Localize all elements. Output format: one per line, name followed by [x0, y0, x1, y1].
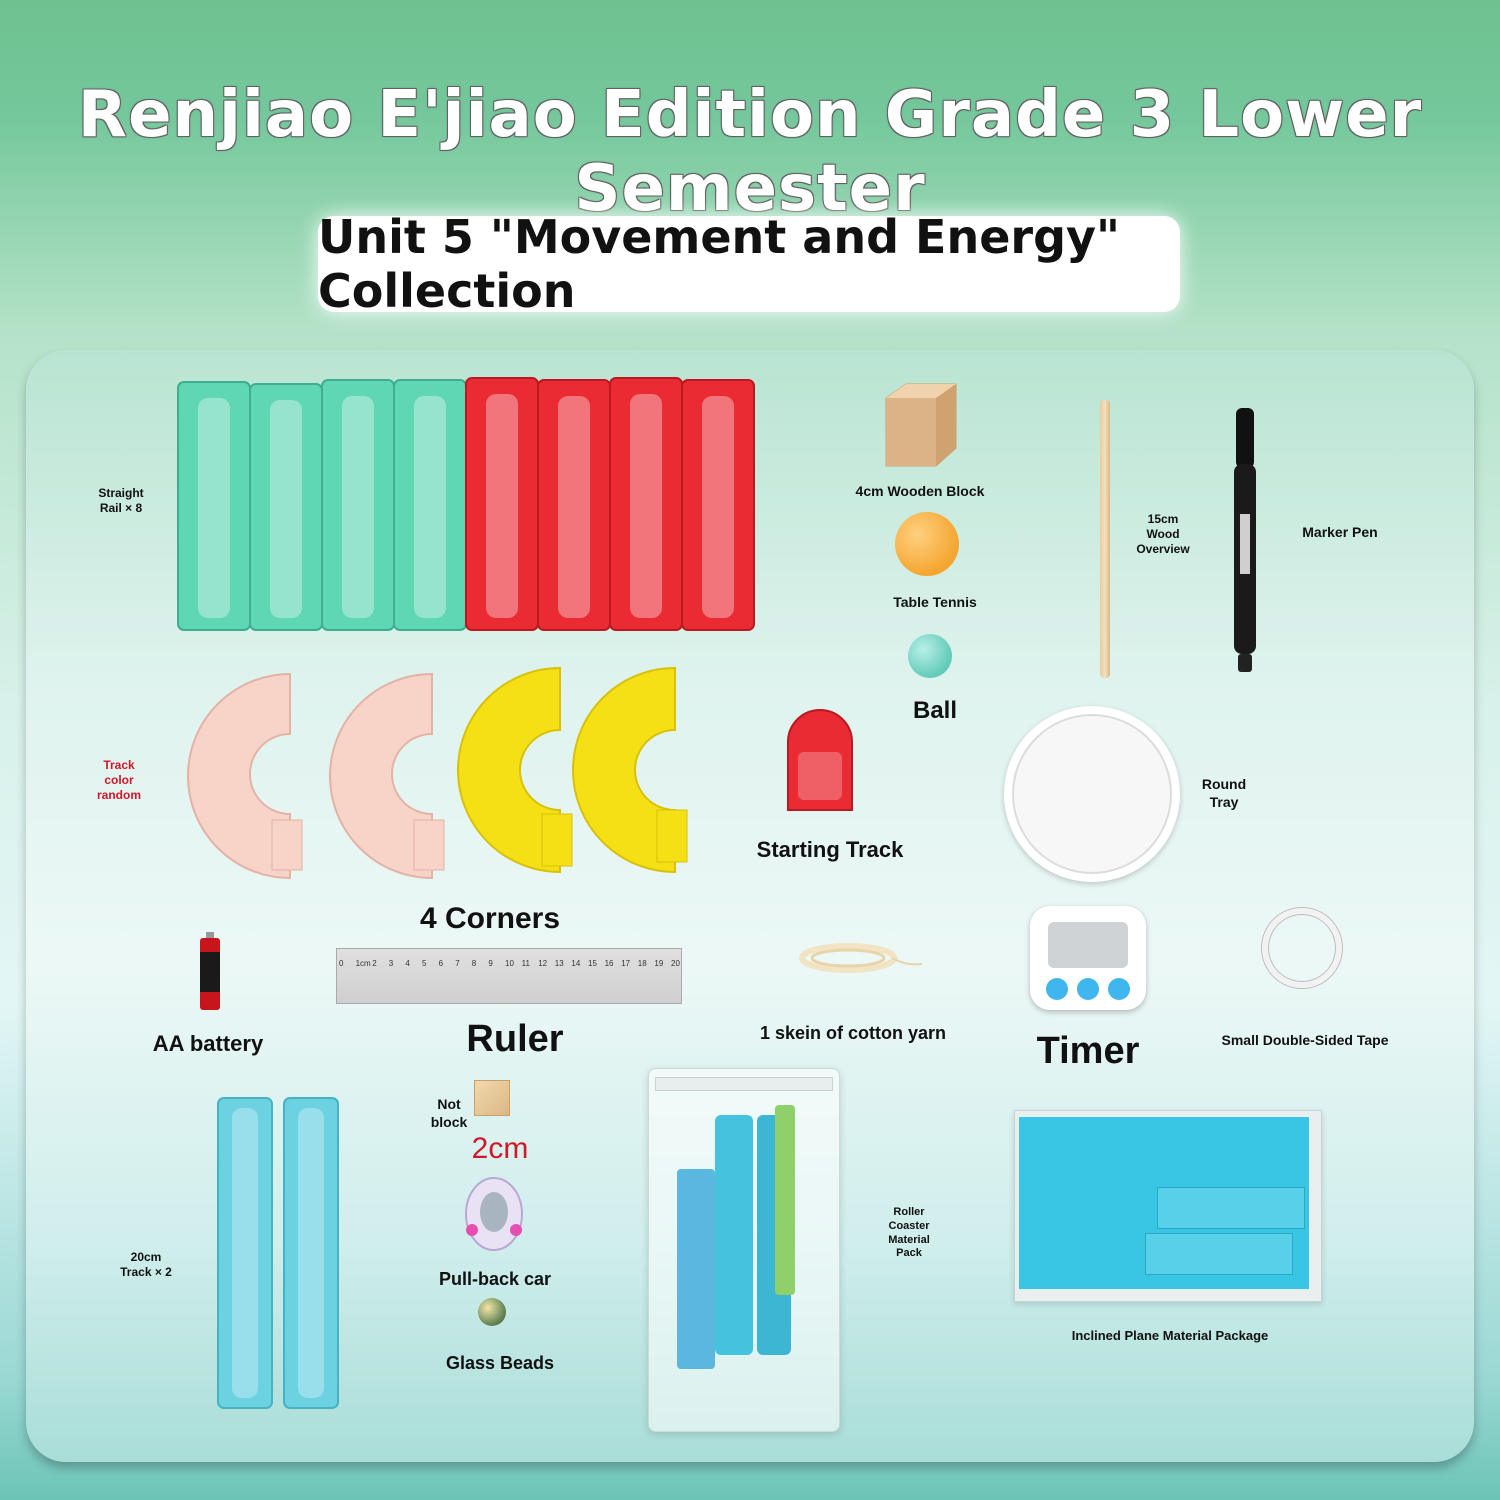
- ruler-tick-label: 13: [554, 959, 564, 968]
- label-wood-stick: 15cm Wood Overview: [1136, 512, 1190, 556]
- label-track-color: Track color random: [96, 758, 141, 802]
- label-roller-coaster: Roller Coaster Material Pack: [888, 1206, 930, 1260]
- ruler-tick-label: 2: [372, 959, 377, 968]
- pack-track-a: [715, 1115, 753, 1355]
- label-ball: Ball: [912, 697, 957, 724]
- label-straight-rail: Straight Rail × 8: [98, 486, 144, 515]
- ruler-tick-label: 8: [471, 959, 477, 968]
- label-pull-back-car: Pull-back car: [438, 1269, 552, 1289]
- timer-button-1: [1046, 978, 1068, 1000]
- pink-corners: [187, 672, 433, 880]
- label-double-tape: Small Double-Sided Tape: [1221, 1032, 1389, 1048]
- timer-display: [1048, 922, 1128, 968]
- cotton-yarn-icon: [799, 943, 923, 973]
- ruler-tick-label: 19: [654, 959, 664, 968]
- label-corners: 4 Corners: [419, 902, 561, 935]
- label-wooden-block: 4cm Wooden Block: [855, 483, 985, 499]
- green-rails: [177, 379, 467, 631]
- timer-icon: [1030, 906, 1146, 1010]
- pack-green-card: [775, 1105, 795, 1295]
- marker-pen-icon: [1234, 408, 1256, 672]
- label-timer: Timer: [1036, 1030, 1140, 1072]
- corner-tracks-image: [187, 666, 688, 880]
- ruler-tick-label: 9: [488, 959, 493, 968]
- subtitle: Unit 5 "Movement and Energy" Collection: [318, 210, 1120, 318]
- glass-bead-icon: [478, 1298, 506, 1326]
- ruler-tick-label: 5: [422, 959, 427, 968]
- pack-card: [677, 1169, 715, 1369]
- label-block-size: 2cm: [471, 1132, 529, 1165]
- ball-icon: [908, 634, 952, 678]
- wooden-block-icon: [885, 383, 957, 467]
- wood-stick-icon: [1100, 400, 1110, 678]
- label-inclined-plane: Inclined Plane Material Package: [1071, 1328, 1269, 1343]
- timer-button-3: [1108, 978, 1130, 1000]
- ruler-tick-label: 7: [455, 959, 460, 968]
- red-rails: [465, 377, 755, 631]
- ruler-tick-label: 11: [521, 959, 530, 968]
- ruler-tick-label: 15: [588, 959, 597, 968]
- label-table-tennis: Table Tennis: [893, 594, 977, 610]
- ruler-tick-label: 3: [388, 959, 394, 968]
- ruler-tick-label: 12: [538, 959, 548, 968]
- ruler-tick-label: 10: [505, 959, 514, 968]
- label-glass-beads: Glass Beads: [445, 1353, 555, 1373]
- round-tray-icon: [1004, 706, 1180, 882]
- roller-coaster-pack-icon: [648, 1068, 840, 1432]
- subtitle-banner: Unit 5 "Movement and Energy" Collection: [318, 210, 1180, 318]
- table-tennis-icon: [895, 512, 959, 576]
- label-ruler: Ruler: [466, 1018, 564, 1060]
- ruler-tick-label: 14: [571, 959, 581, 968]
- label-cotton-yarn: 1 skein of cotton yarn: [759, 1023, 947, 1043]
- yellow-corners: [457, 666, 676, 874]
- small-block-icon: [474, 1080, 510, 1116]
- inclined-plane-strip-1: [1157, 1187, 1305, 1229]
- ruler-tick-label: 16: [604, 959, 614, 968]
- ruler-tick-label: 6: [438, 959, 444, 968]
- starting-track-icon: [787, 709, 853, 811]
- ruler-tick-label: 17: [621, 959, 631, 968]
- label-track-20cm: 20cm Track × 2: [120, 1250, 172, 1279]
- straight-rails-image: [177, 377, 755, 631]
- timer-button-2: [1077, 978, 1099, 1000]
- track-20cm-image: [217, 1097, 339, 1409]
- pull-back-car-icon: [465, 1177, 523, 1251]
- pack-seal: [655, 1077, 833, 1091]
- label-starting-track: Starting Track: [756, 837, 904, 862]
- aa-battery-icon: [200, 932, 220, 1010]
- ruler-tick-label: 20: [671, 959, 680, 968]
- inclined-plane-strip-2: [1145, 1233, 1293, 1275]
- label-marker-pen: Marker Pen: [1302, 524, 1378, 540]
- double-tape-icon: [1262, 908, 1342, 988]
- ruler-tick-label: 1cm: [355, 959, 371, 968]
- ruler-tick-label: 0: [339, 959, 344, 968]
- label-aa-battery: AA battery: [152, 1031, 264, 1056]
- label-round-tray: Round Tray: [1201, 776, 1247, 810]
- page-title: Renjiao E'jiao Edition Grade 3 Lower Sem…: [77, 78, 1423, 226]
- ruler-tick-label: 4: [405, 959, 410, 968]
- ruler-tick-label: 18: [637, 959, 647, 968]
- label-not-block: Not block: [430, 1096, 468, 1130]
- inclined-plane-icon: [1014, 1110, 1322, 1302]
